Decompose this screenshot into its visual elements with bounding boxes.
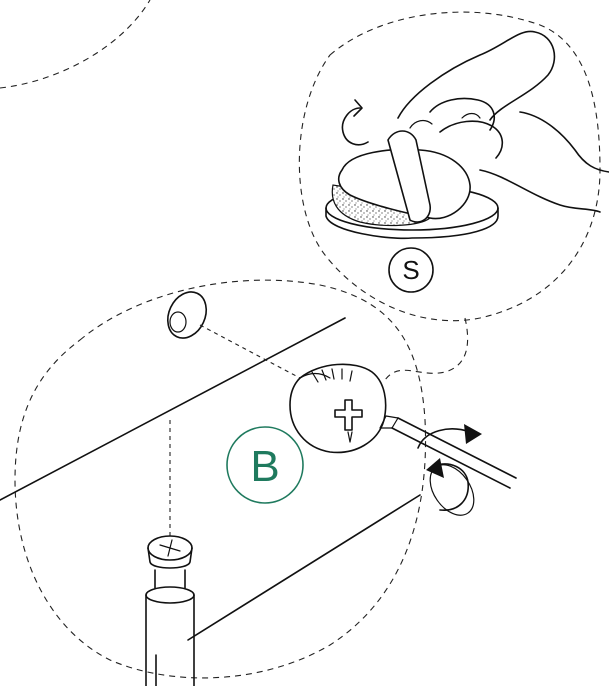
connecting-bolt — [146, 536, 194, 686]
cam-lock — [290, 364, 386, 452]
label-b: B — [250, 442, 279, 491]
label-s: S — [402, 255, 419, 285]
alignment-line-cam — [200, 325, 300, 378]
rotation-arrow-icon — [418, 424, 483, 523]
label-b-marker: B — [227, 427, 303, 503]
rotate-arrow-icon — [342, 100, 368, 145]
detail-circle-b — [15, 280, 426, 678]
label-s-marker: S — [389, 248, 433, 292]
detail-connector — [385, 318, 468, 380]
screwdriver — [380, 416, 516, 488]
detail-circle-top-left — [0, 0, 150, 88]
